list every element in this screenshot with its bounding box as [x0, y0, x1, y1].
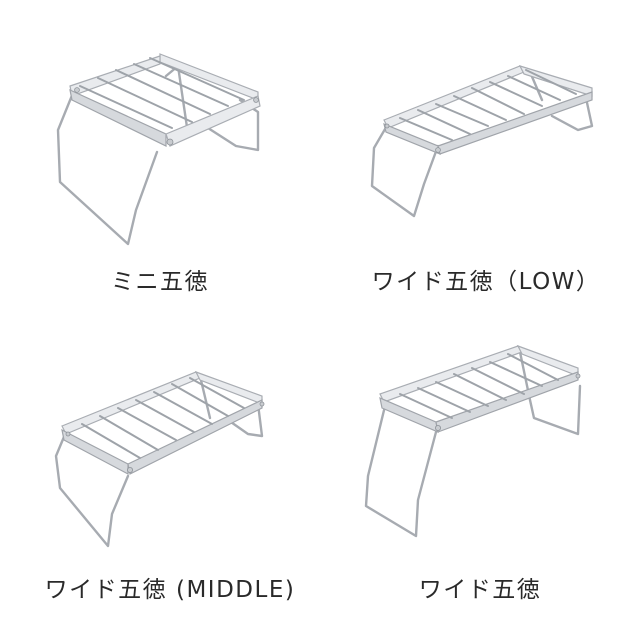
product-card-wide-low: ワイド五徳（LOW）	[320, 0, 640, 320]
product-card-mini: ミニ五徳	[0, 0, 320, 320]
wide-middle-stove-stand-image	[0, 310, 320, 560]
wide-low-stove-stand-icon	[370, 65, 594, 218]
product-card-wide-middle: ワイド五徳 (MIDDLE)	[0, 310, 320, 630]
product-label-wide-middle: ワイド五徳 (MIDDLE)	[44, 577, 296, 603]
product-card-wide: ワイド五徳	[320, 310, 640, 630]
product-label-wide: ワイド五徳	[418, 577, 542, 603]
product-label-mini: ミニ五徳	[111, 269, 209, 295]
wide-stove-stand-icon	[364, 344, 582, 538]
mini-stove-stand-icon	[56, 53, 261, 246]
wide-low-stove-stand-image	[320, 0, 640, 250]
wide-stove-stand-image	[320, 310, 640, 560]
mini-stove-stand-image	[0, 0, 320, 250]
wide-middle-stove-stand-icon	[54, 370, 265, 548]
product-label-wide-low: ワイド五徳（LOW）	[371, 269, 601, 295]
